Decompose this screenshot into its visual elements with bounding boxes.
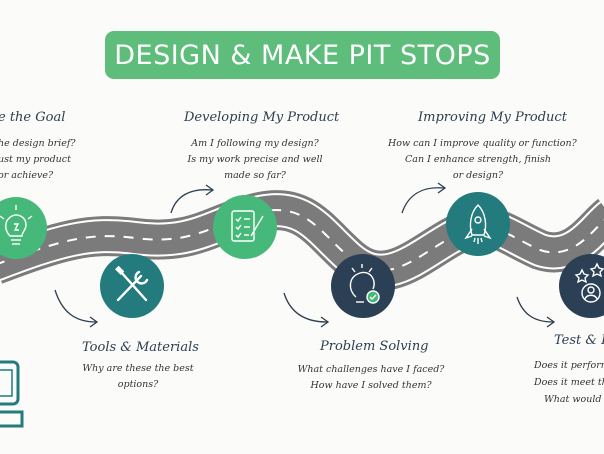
question: How can I improve quality or function? [388, 138, 577, 149]
stop-goal [0, 197, 47, 259]
arrow-to-test [516, 296, 554, 323]
stop-improving-heading: Improving My Product [418, 110, 567, 125]
arrow-to-developing [170, 189, 213, 214]
stop-developing [213, 195, 277, 259]
stop-problem-questions: What challenges have I faced? How have I… [296, 362, 446, 394]
question: What would I [544, 394, 604, 405]
question: or achieve? [0, 170, 54, 181]
question: How have I solved them? [310, 380, 432, 391]
arrow-to-developing-head [205, 184, 215, 196]
stop-developing-questions: Am I following my design? Is my work pre… [185, 136, 325, 184]
stop-improving [446, 192, 510, 256]
stop-problem [331, 254, 395, 318]
question: Does it meet the [534, 377, 604, 388]
stop-tools [100, 254, 164, 318]
question: Why are these the best [82, 363, 194, 374]
stop-developing-heading: Developing My Product [184, 110, 340, 125]
lightbulb-icon [0, 205, 33, 245]
checklist-icon [231, 210, 264, 242]
arrow-to-problem [283, 292, 328, 323]
stop-goal-questions: he design brief? ust my product or achie… [0, 136, 76, 184]
arrow-to-improving [401, 187, 445, 214]
question: Am I following my design? [191, 138, 319, 149]
question: he design brief? [0, 138, 76, 149]
stop-goal-heading: e the Goal [0, 110, 66, 125]
question: Can I enhance strength, finish [405, 154, 551, 165]
bulb-check-icon [349, 264, 380, 304]
stop-tools-heading: Tools & Materials [82, 340, 199, 355]
stop-test [559, 254, 604, 318]
laptop-icon [0, 360, 24, 428]
question: ust my product [0, 154, 71, 165]
title-banner: DESIGN & MAKE PIT STOPS [105, 31, 500, 79]
connector-arrows [54, 182, 556, 328]
stop-improving-questions: How can I improve quality or function? C… [388, 136, 577, 184]
road-center-dashes [0, 209, 604, 272]
stop-problem-heading: Problem Solving [320, 339, 429, 354]
question: made so far? [224, 170, 286, 181]
rocket-icon [464, 204, 492, 244]
question: options? [117, 379, 159, 390]
question: or design? [452, 170, 504, 181]
question: Is my work precise and well [187, 154, 323, 165]
question: Does it perform [534, 360, 604, 371]
page-title: DESIGN & MAKE PIT STOPS [114, 39, 491, 71]
arrow-goal-to-tools [54, 289, 97, 323]
stars-person-icon [574, 262, 604, 303]
question: What challenges have I faced? [297, 364, 445, 375]
stop-tools-questions: Why are these the best options? [78, 361, 198, 393]
arrow-to-test-head [546, 316, 556, 328]
arrow-to-improving-head [437, 182, 447, 194]
tools-icon [115, 265, 149, 302]
stop-test-heading: Test & E [554, 333, 604, 348]
arrow-goal-to-tools-head [89, 316, 99, 328]
stop-test-questions: Does it perform Does it meet the What wo… [534, 357, 604, 408]
arrow-to-problem-head [320, 316, 330, 328]
